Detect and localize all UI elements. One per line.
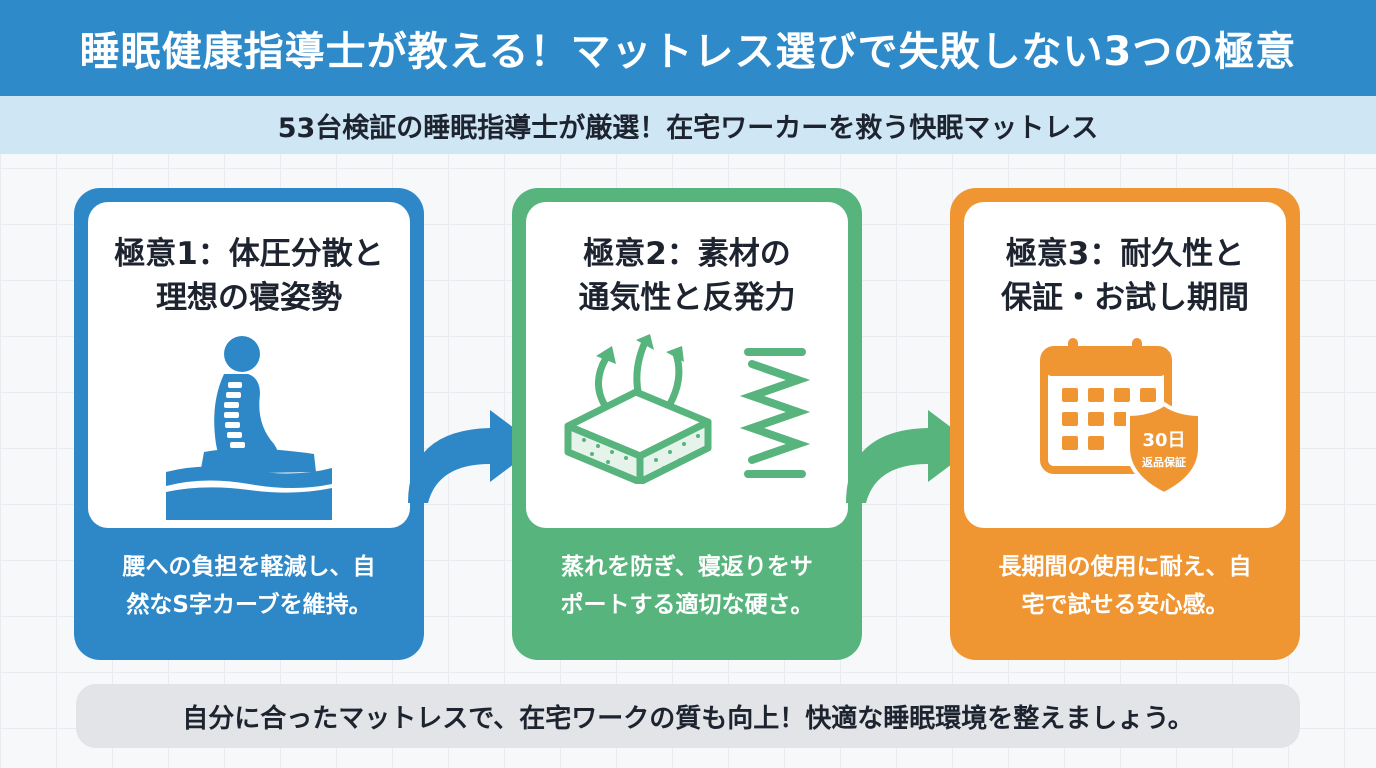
calendar-shield-icon: 30日 返品保証 (1040, 338, 1202, 497)
spine-posture-icon (166, 336, 332, 520)
footer-message: 自分に合ったマットレスで、在宅ワークの質も向上！快適な睡眠環境を整えましょう。 (76, 684, 1300, 748)
shield-badge-main: 30日 (1142, 430, 1185, 451)
tip-card-3-caption: 長期間の使用に耐え、自 宅で試せる安心感。 (998, 554, 1252, 618)
tip-card-3: 極意3：耐久性と 保証・お試し期間 30日 返品保証 長期間の使用に耐え、自 宅… (950, 188, 1300, 660)
tip-card-1-caption: 腰への負担を軽減し、自 然なS字カーブを維持。 (122, 554, 376, 618)
tip-card-2-panel: 極意2：素材の 通気性と反発力 (526, 202, 848, 528)
tip-card-1-panel: 極意1：体圧分散と 理想の寝姿勢 (88, 202, 410, 528)
arrow-right-icon (846, 410, 976, 503)
tip-card-2-caption: 蒸れを防ぎ、寝返りをサ ポートする適切な硬さ。 (560, 554, 814, 618)
page-subtitle: 53台検証の睡眠指導士が厳選！在宅ワーカーを救う快眠マットレス (0, 96, 1376, 154)
shield-badge-sub: 返品保証 (1142, 455, 1186, 469)
arrow-right-icon (408, 410, 538, 503)
tip-card-1: 極意1：体圧分散と 理想の寝姿勢 腰への負担を軽減し、自 然なS字カーブを維 (74, 188, 424, 660)
tip-card-3-panel: 極意3：耐久性と 保証・お試し期間 30日 返品保証 (964, 202, 1286, 528)
breathable-material-spring-icon (564, 334, 811, 484)
tip-card-2-heading: 極意2：素材の 通気性と反発力 (578, 236, 796, 316)
tip-card-2: 極意2：素材の 通気性と反発力 (512, 188, 862, 660)
tip-card-3-heading: 極意3：耐久性と 保証・お試し期間 (1001, 236, 1249, 316)
page-title: 睡眠健康指導士が教える！マットレス選びで失敗しない3つの極意 (0, 0, 1376, 96)
tip-card-1-heading: 極意1：体圧分散と 理想の寝姿勢 (114, 236, 384, 316)
